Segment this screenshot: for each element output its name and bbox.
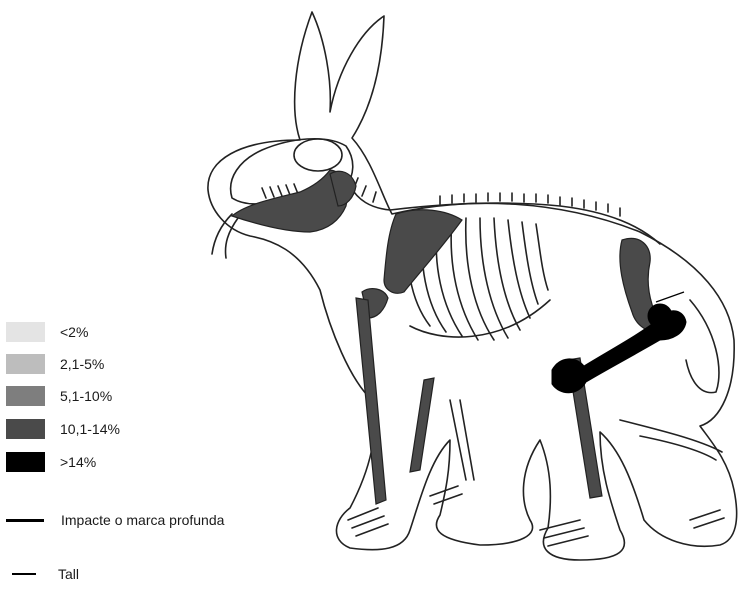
cut-mark-indicator (656, 292, 684, 302)
legend-row-bin-5: >14% (6, 452, 96, 472)
near-foreleg-bone (410, 378, 434, 472)
legend-row-bin-4: 10,1-14% (6, 419, 120, 439)
legend-row-bin-2: 2,1-5% (6, 354, 104, 374)
legend-label-impact: Impacte o marca profunda (61, 512, 224, 528)
radius-ulna-bone (356, 298, 386, 504)
legend-swatch-3 (6, 386, 45, 406)
whiskers (212, 214, 238, 258)
far-foreleg (450, 400, 474, 480)
legend-swatch-2 (6, 354, 45, 374)
legend-row-cut: Tall (6, 566, 79, 582)
tail-outline (686, 300, 719, 393)
legend-row-bin-3: 5,1-10% (6, 386, 112, 406)
scapula-bone (384, 210, 462, 294)
far-hind-leg (620, 420, 722, 460)
legend-row-impact: Impacte o marca profunda (6, 512, 224, 528)
impact-mark-swatch (6, 519, 44, 522)
legend-swatch-4 (6, 419, 45, 439)
cut-mark-swatch (12, 573, 36, 575)
mandible-bone (232, 170, 347, 232)
hind-paw-bones (540, 510, 724, 546)
legend-label-5: >14% (60, 454, 96, 470)
legend-row-bin-1: <2% (6, 322, 88, 342)
femur-head (648, 304, 672, 328)
legend-label-3: 5,1-10% (60, 388, 112, 404)
legend-label-4: 10,1-14% (60, 421, 120, 437)
legend-swatch-5 (6, 452, 45, 472)
legend-label-1: <2% (60, 324, 88, 340)
eye-orbit (294, 139, 342, 171)
legend-swatch-1 (6, 322, 45, 342)
legend-label-cut: Tall (58, 566, 79, 582)
legend-label-2: 2,1-5% (60, 356, 104, 372)
